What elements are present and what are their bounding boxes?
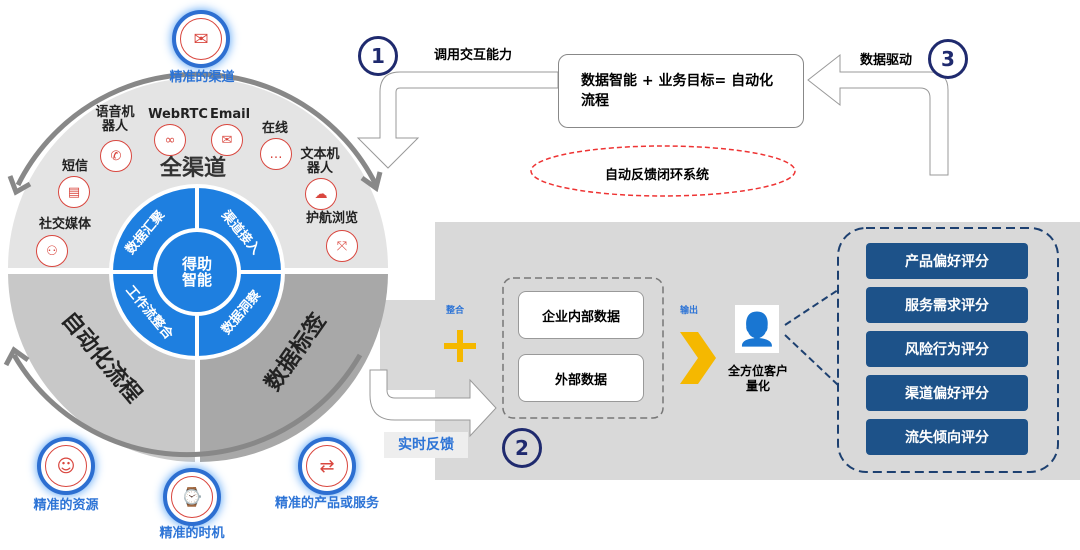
sms-icon: ▤ [58,176,90,208]
cobrowse-icon: ⤧ [326,230,358,262]
chatbot-icon: ☁ [305,178,337,210]
channel-webrtc-label: WebRTC [148,107,208,122]
realtime-feedback-label: 实时反馈 [384,432,468,458]
score-product: 产品偏好评分 [866,243,1028,279]
channel-voicebot-label: 语音机器人 [95,105,135,134]
customer-label: 全方位客户量化 [728,364,789,393]
channel-online-label: 在线 [261,121,288,136]
internal-data-box: 企业内部数据 [518,291,644,339]
step-1-badge: 1 [358,36,398,76]
top-channel-label: 精准的渠道 [169,70,235,85]
step-1-label: 调用交互能力 [434,48,513,63]
channel-icon: ✉ [172,10,230,68]
customer-avatar-icon: 👤 [735,305,779,353]
phone-icon: ✆ [100,140,132,172]
social-icon: ⚇ [36,235,68,267]
channel-social-label: 社交媒体 [38,217,91,232]
resource-icon: ☺ [37,437,95,495]
connector-band [380,300,440,390]
watch-icon: ⌚ [163,468,221,526]
step-2-badge: 2 [502,428,542,468]
channel-sms-label: 短信 [61,159,88,174]
email-icon: ✉ [211,124,243,156]
channel-textbot-label: 文本机器人 [300,147,340,176]
score-service: 服务需求评分 [866,287,1028,323]
channel-email-label: Email [209,107,251,122]
goal-text: 数据智能 + 业务目标= 自动化流程 [581,73,774,109]
step-3-badge: 3 [928,39,968,79]
product-label: 精准的产品或服务 [274,496,379,511]
voicemail-icon: ∞ [154,124,186,156]
core-center: 得助智能 [181,255,212,289]
omnichannel-title: 全渠道 [160,156,227,181]
channel-cobrowse-label: 护航浏览 [305,211,358,226]
resource-label: 精准的资源 [33,498,99,513]
external-data-box: 外部数据 [518,354,644,402]
goal-box: 数据智能 + 业务目标= 自动化流程 [558,54,804,128]
chat-icon: … [260,138,292,170]
timing-label: 精准的时机 [159,526,225,541]
product-icon: ⇄ [298,437,356,495]
output-label: 输出 [680,306,699,316]
step-3-label: 数据驱动 [860,53,913,68]
loop-label: 自动反馈闭环系统 [605,168,710,183]
score-channel: 渠道偏好评分 [866,375,1028,411]
score-risk: 风险行为评分 [866,331,1028,367]
score-churn: 流失倾向评分 [866,419,1028,455]
integrate-label: 整合 [446,306,465,316]
